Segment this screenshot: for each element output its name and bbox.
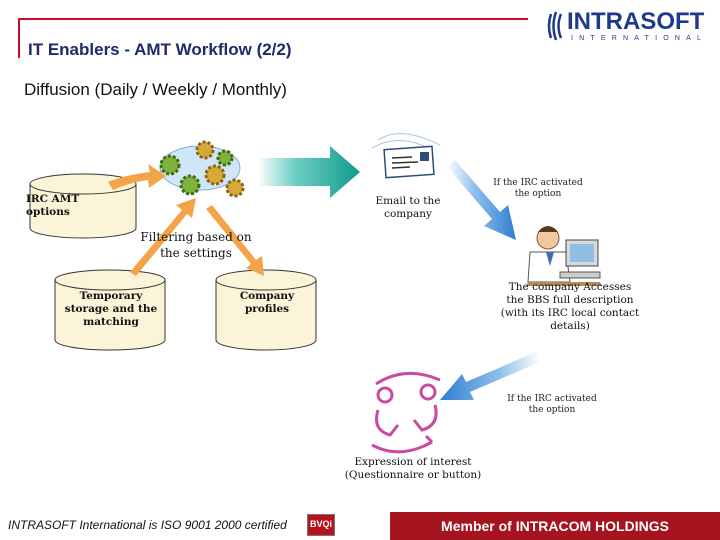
bvqi-badge-text: BVQi <box>310 519 333 529</box>
filtering-label: Filtering based on the settings <box>140 230 252 260</box>
arrow-right-icon <box>258 146 360 198</box>
page-subtitle: Diffusion (Daily / Weekly / Monthly) <box>24 80 287 99</box>
header-rule-left <box>18 18 20 58</box>
arrow-down-left-icon <box>440 352 540 400</box>
gears-icon <box>159 140 245 198</box>
intrasoft-logo: INTRASOFT INTERNATIONAL <box>545 8 710 44</box>
temporary-storage-label: Temporary storage and the matching <box>64 290 158 328</box>
people-exchange-icon <box>371 371 441 454</box>
email-label: Email to the company <box>375 195 441 220</box>
page-title: IT Enablers - AMT Workflow (2/2) <box>28 40 292 59</box>
if-irc-activated-label-1: If the IRC activated the option <box>493 178 583 199</box>
company-profiles-label: Company profiles <box>239 290 295 315</box>
company-access-label: The company Accesses the BBS full descri… <box>500 281 640 332</box>
logo-wordmark: INTRASOFT <box>567 8 705 35</box>
irc-amt-database <box>29 173 137 239</box>
expression-of-interest-label: Expression of interest (Questionnaire or… <box>344 456 482 481</box>
arrow-down-right-icon <box>447 160 516 240</box>
member-of-intracom-bar: Member of INTRACOM HOLDINGS <box>390 512 720 540</box>
person-at-computer-icon <box>526 226 602 286</box>
iso-certification-text: INTRASOFT International is ISO 9001 2000… <box>8 518 287 532</box>
company-profiles-database <box>215 269 317 351</box>
irc-amt-options-label: IRC AMT options <box>26 193 80 218</box>
temporary-storage-database <box>54 269 166 351</box>
email-icon <box>371 133 441 179</box>
header-rule-top <box>18 18 528 20</box>
bvqi-badge: BVQi <box>307 514 335 536</box>
if-irc-activated-label-2: If the IRC activated the option <box>507 394 597 415</box>
logo-tagline: INTERNATIONAL <box>571 35 708 42</box>
orange-arrows <box>108 164 264 276</box>
logo-mark-icon <box>547 11 563 41</box>
